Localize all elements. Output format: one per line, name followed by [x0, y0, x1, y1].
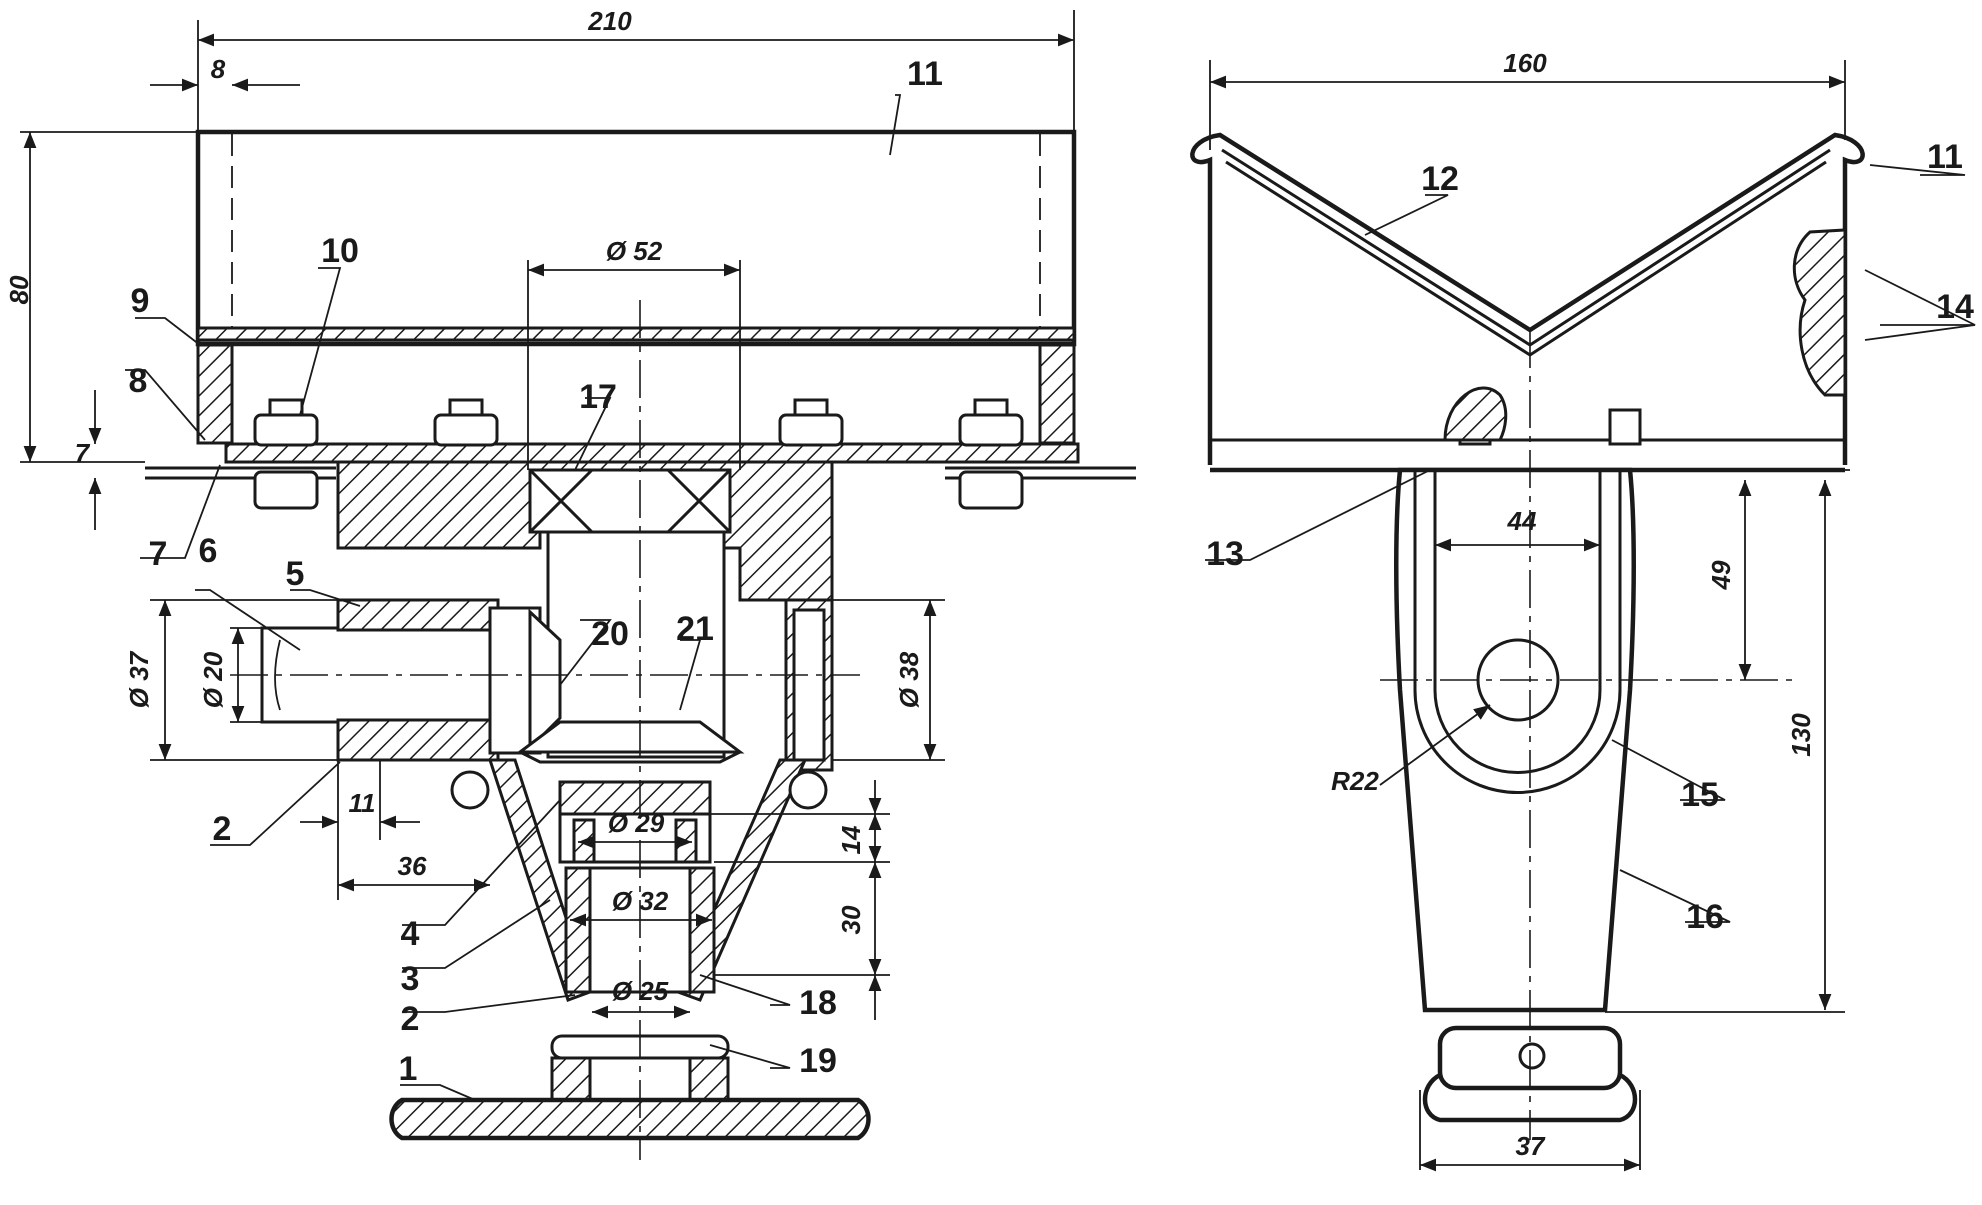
callout-14: 14: [1936, 288, 1974, 326]
side-wall-left: [196, 343, 234, 445]
callout-4: 4: [401, 915, 420, 953]
dim-base-diameter: 37: [1516, 1131, 1546, 1161]
leader-lines-right: [1205, 164, 1976, 923]
callout-18: 18: [799, 984, 837, 1022]
callout-15: 15: [1681, 776, 1719, 814]
dim-total-height: 130: [1786, 713, 1816, 757]
callout-9: 9: [131, 282, 150, 320]
side-wall-right: [1038, 343, 1076, 445]
dim-boss-length: 36: [398, 851, 427, 881]
dim-wall-thickness: 8: [211, 54, 226, 84]
dim-tube-height: 30: [836, 905, 866, 934]
dim-right-boss-diameter: Ø 38: [894, 651, 924, 708]
callout-20: 20: [591, 615, 629, 653]
dim-pivot-height: 49: [1706, 560, 1736, 590]
callout-12: 12: [1421, 160, 1459, 198]
bolt-nut: [253, 398, 1024, 510]
callout-6: 6: [199, 532, 218, 570]
box-outline: [195, 129, 1077, 347]
callout-10: 10: [321, 232, 359, 270]
left-view: 210 8 80 7 Ø 52 Ø 37 Ø 20 Ø 38 11 36 Ø 2…: [4, 6, 1136, 1160]
dim-plate-thickness: 7: [75, 438, 91, 468]
callout-2: 2: [213, 810, 232, 848]
dim-bore-diameter: Ø 52: [606, 236, 663, 266]
fork: [1394, 467, 1636, 1013]
callout-19: 19: [799, 1042, 837, 1080]
callout-8: 8: [129, 362, 148, 400]
callout-2b: 2: [401, 1000, 420, 1038]
dim-height: 80: [4, 275, 34, 304]
callout-3: 3: [401, 960, 420, 998]
dim-tube-c-diameter: Ø 25: [612, 976, 669, 1006]
nut: [515, 720, 745, 754]
floor-strip: [196, 326, 1076, 342]
v-trough: [1190, 132, 1865, 465]
floor-base: [389, 1097, 871, 1141]
base-plate: [224, 442, 1080, 464]
dim-width: 160: [1503, 48, 1547, 78]
dim-tube-b-diameter: Ø 32: [612, 886, 669, 916]
dim-bend-radius: R22: [1331, 766, 1379, 796]
dimension-lines: [20, 10, 1075, 1020]
dim-hub-outer-diameter: Ø 37: [124, 650, 154, 708]
right-view: 160 44 49 130 R22 37 11 12 13 14 15 16: [1190, 48, 1976, 1172]
dim-overall-width: 210: [587, 6, 632, 36]
callout-17: 17: [579, 378, 617, 416]
callout-16: 16: [1686, 898, 1724, 936]
callout-11-left: 11: [907, 55, 943, 93]
callout-1: 1: [399, 1050, 418, 1088]
dim-fork-width: 44: [1507, 506, 1537, 536]
callout-11-right: 11: [1927, 138, 1963, 176]
dim-tube-a-diameter: Ø 29: [608, 808, 665, 838]
callout-7: 7: [149, 535, 168, 573]
leader-lines: [125, 94, 902, 1101]
callout-21: 21: [676, 610, 714, 648]
callout-5: 5: [286, 555, 305, 593]
dim-shaft-diameter: Ø 20: [198, 651, 228, 708]
dim-gap-height: 14: [836, 825, 866, 854]
dimension-lines-right: [1209, 60, 1850, 1172]
dim-collar-width: 11: [349, 788, 376, 818]
callout-13: 13: [1206, 535, 1244, 573]
